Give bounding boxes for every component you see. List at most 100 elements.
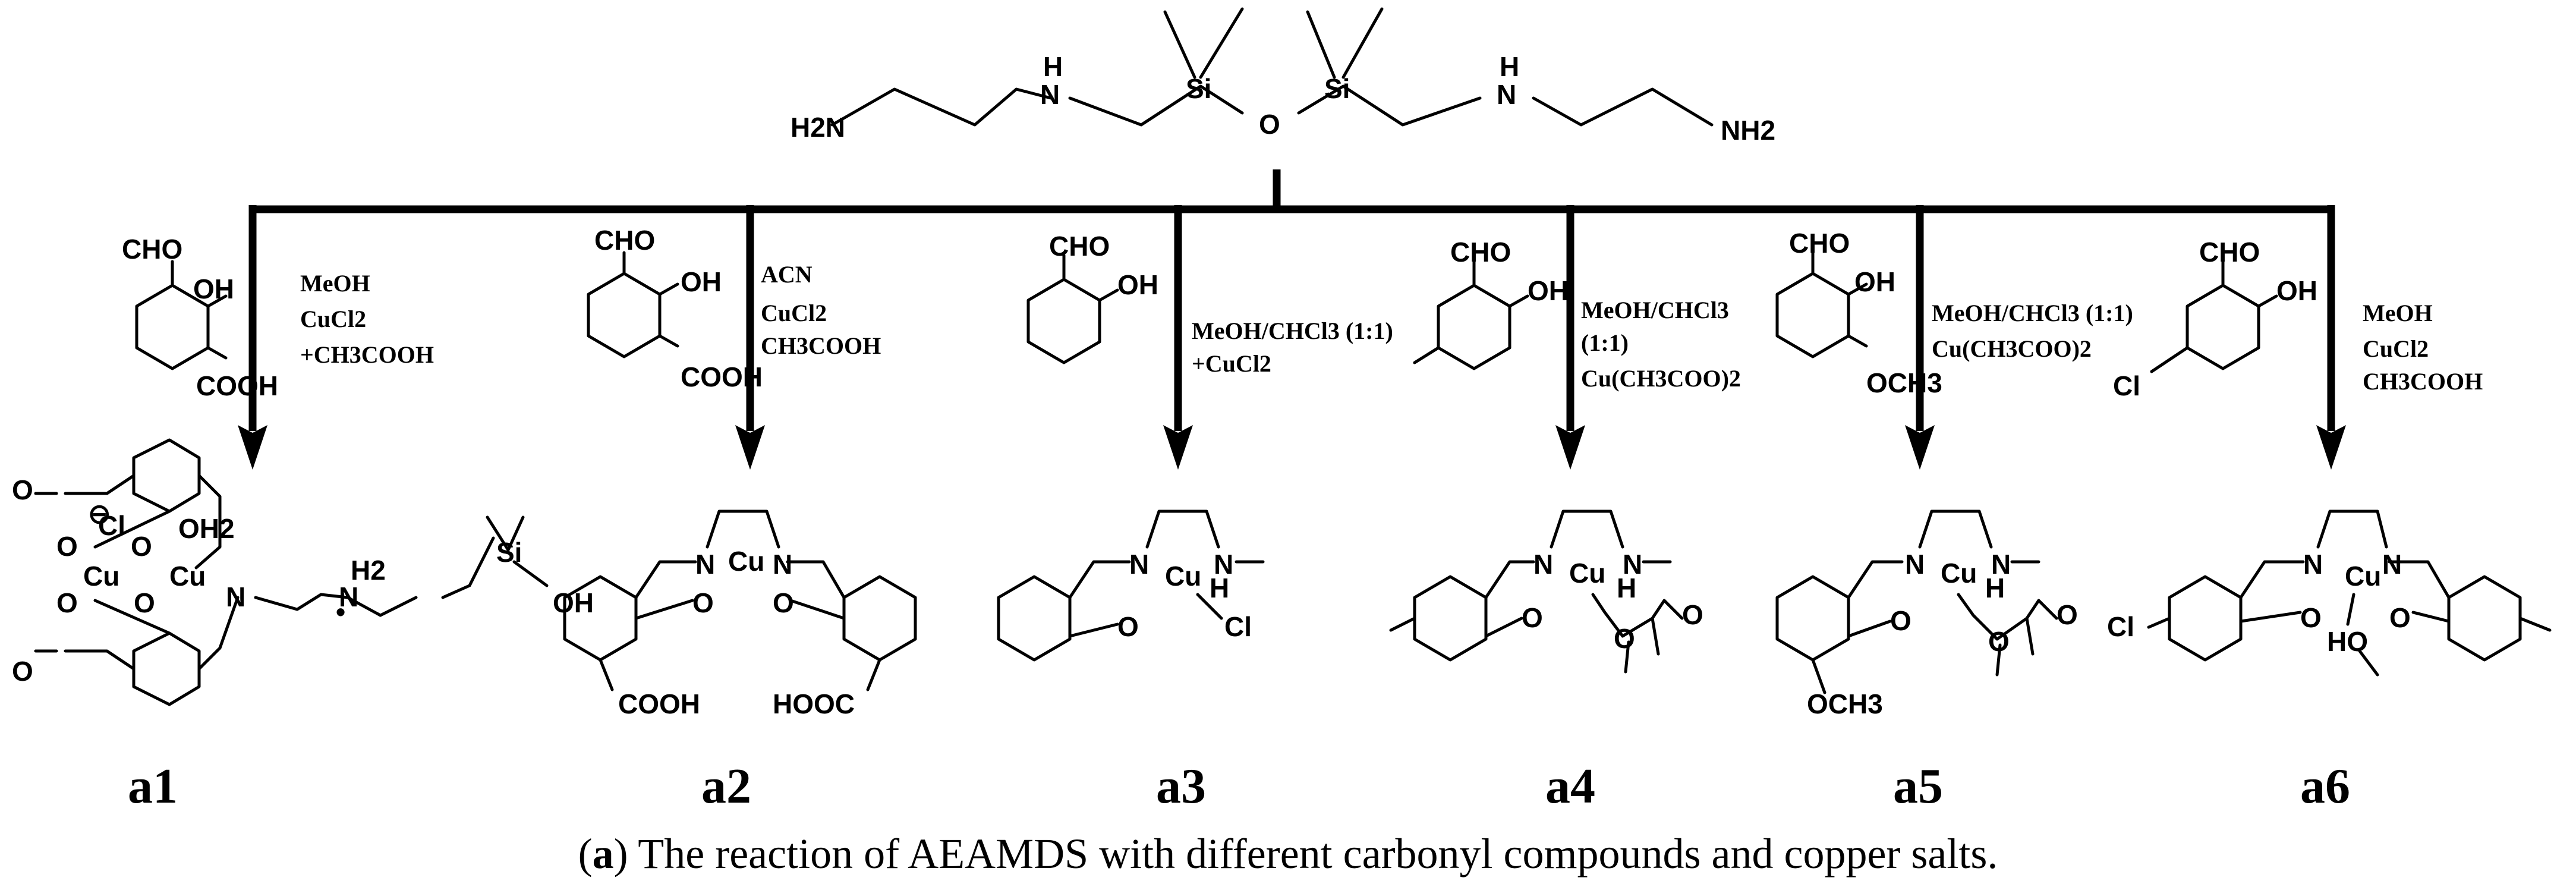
reagent-a3-2: +CuCl2 <box>1192 350 1271 377</box>
product-a4-o3: O <box>1682 599 1703 630</box>
reagent-a2-2: CuCl2 <box>761 300 827 326</box>
product-a6-o2: O <box>2389 602 2411 633</box>
reactant-atom-h-left: H <box>1043 51 1063 82</box>
aldehyde-a5-oh: OH <box>1854 266 1895 297</box>
reagents-a4: MeOH/CHCl3 (1:1) Cu(CH3COO)2 <box>1581 297 1741 392</box>
product-a3-cu: Cu <box>1165 561 1201 592</box>
compound-label-a1: a1 <box>128 759 178 814</box>
product-a1-o4: O <box>56 587 78 618</box>
branch-a6: CHO OH Cl MeOH CuCl2 CH3COOH N N Cu O HO <box>2107 237 2552 814</box>
product-a3-o: O <box>1117 611 1139 642</box>
reagent-a2-1: ACN <box>761 261 813 288</box>
product-a5-o2: O <box>1988 626 2010 657</box>
product-a5-h: H <box>1985 573 2005 603</box>
product-a5-n2: N <box>1991 549 2011 580</box>
product-a1-o1: O <box>12 474 33 505</box>
product-a1-o2: O <box>12 656 33 687</box>
product-a4: N N H Cu O O O <box>1389 510 1703 674</box>
product-a2-cooh: COOH <box>618 688 700 719</box>
aldehyde-a2-cooh: COOH <box>681 361 763 392</box>
reactant-atom-n-right: N <box>1497 79 1516 110</box>
product-a6-n2: N <box>2382 549 2402 580</box>
product-a3: N N H Cu O Cl <box>997 510 1265 662</box>
product-a1: O O O O O O Cl Cu Cu OH2 N H2 N Si OH ⊖ … <box>12 438 594 706</box>
aldehyde-a1-oh: OH <box>193 273 234 304</box>
reagent-a5-1: MeOH/CHCl3 (1:1) <box>1932 300 2133 326</box>
product-a2: N N Cu O O COOH HOOC <box>563 510 917 719</box>
product-a5-o3: O <box>2057 599 2078 630</box>
product-a1-charge-minus: ⊖ <box>88 498 111 529</box>
reagents-a3: MeOH/CHCl3 (1:1) +CuCl2 <box>1192 317 1393 377</box>
reagent-a6-2: CuCl2 <box>2363 335 2429 362</box>
reagents-a2: ACN CuCl2 CH3COOH <box>761 261 881 359</box>
aldehyde-a6-oh: OH <box>2276 275 2317 306</box>
reagent-a5-2: Cu(CH3COO)2 <box>1932 335 2092 362</box>
reactant-atom-si-left: Si <box>1186 73 1211 104</box>
product-a2-n2: N <box>773 549 792 580</box>
product-a4-n1: N <box>1533 549 1553 580</box>
product-a6-n1: N <box>2303 549 2323 580</box>
compound-label-a3: a3 <box>1156 759 1206 814</box>
aldehyde-a2-oh: OH <box>681 266 722 297</box>
product-a6-o1: O <box>2300 602 2322 633</box>
aldehyde-a5-och3: OCH3 <box>1866 367 1942 398</box>
aldehyde-a4: CHO OH <box>1413 237 1569 370</box>
product-a3-n2: N <box>1214 549 1233 580</box>
branch-a3: CHO OH MeOH/CHCl3 (1:1) +CuCl2 N N H Cu … <box>997 231 1393 814</box>
reagent-a1-2: CuCl2 <box>300 306 366 332</box>
aldehyde-a6-cl: Cl <box>2113 370 2140 401</box>
product-a5-och3: OCH3 <box>1807 688 1883 719</box>
aldehyde-a3-cho: CHO <box>1049 231 1110 262</box>
reagent-a2-3: CH3COOH <box>761 332 881 359</box>
aldehyde-a3: CHO OH <box>1026 231 1158 364</box>
product-a6-cl: Cl <box>2107 611 2134 642</box>
aldehyde-a4-cho: CHO <box>1450 237 1511 268</box>
product-a4-h: H <box>1617 573 1636 603</box>
reagent-a4-1: MeOH/CHCl3 <box>1581 297 1729 323</box>
product-a2-hooc: HOOC <box>773 688 855 719</box>
product-a4-o2: O <box>1614 623 1635 654</box>
aldehyde-a1-cho: CHO <box>122 234 182 265</box>
aldehyde-a5: CHO OH OCH3 <box>1775 228 1942 398</box>
reagent-a6-3: CH3COOH <box>2363 368 2483 395</box>
reactant-atom-o-bridge: O <box>1259 109 1280 140</box>
product-a5-n1: N <box>1905 549 1925 580</box>
product-a5-cu: Cu <box>1941 558 1977 589</box>
product-a6-cu: Cu <box>2345 561 2381 592</box>
reagent-a1-3: +CH3COOH <box>300 341 434 368</box>
aldehyde-a6: CHO OH Cl <box>2113 237 2317 401</box>
product-a1-o5: O <box>131 531 152 562</box>
product-a5: N N H Cu O O O OCH3 <box>1775 510 2078 719</box>
product-a5-o1: O <box>1890 605 1911 636</box>
product-a6: N N Cu O HO O Cl <box>2107 510 2552 677</box>
product-a1-oh2: OH2 <box>178 513 235 544</box>
branch-a5: CHO OH OCH3 MeOH/CHCl3 (1:1) Cu(CH3COO)2… <box>1775 228 2133 814</box>
product-a3-h: H <box>1210 573 1229 603</box>
product-a3-cl: Cl <box>1224 611 1252 642</box>
reagents-a6: MeOH CuCl2 CH3COOH <box>2363 300 2483 395</box>
branch-a4: CHO OH MeOH/CHCl3 (1:1) Cu(CH3COO)2 N N … <box>1389 237 1741 814</box>
product-a1-cu1: Cu <box>83 561 119 592</box>
aldehyde-a1-cooh: COOH <box>196 370 278 401</box>
branch-arrows <box>238 169 2346 470</box>
product-a1-nh: N <box>339 581 358 612</box>
reagent-a1-1: MeOH <box>300 270 370 297</box>
product-a3-n1: N <box>1129 549 1149 580</box>
product-a4-o1: O <box>1522 602 1543 633</box>
product-a2-o2: O <box>773 587 794 618</box>
reagent-a4-2: (1:1) <box>1581 329 1629 356</box>
compound-label-a5: a5 <box>1893 759 1943 814</box>
aldehyde-a5-cho: CHO <box>1789 228 1850 259</box>
reactant-atom-n-left: N <box>1040 79 1060 110</box>
branch-a2: CHO OH COOH ACN CuCl2 CH3COOH N N Cu O O… <box>563 225 917 814</box>
compound-label-a2: a2 <box>701 759 751 814</box>
reagents-a1: MeOH CuCl2 +CH3COOH <box>300 270 434 368</box>
product-a2-o1: O <box>692 587 714 618</box>
product-a1-radical: • <box>336 596 345 627</box>
aldehyde-a2: CHO OH COOH <box>587 225 763 392</box>
reagent-a3-1: MeOH/CHCl3 (1:1) <box>1192 317 1393 344</box>
reagent-a4-3: Cu(CH3COO)2 <box>1581 365 1741 392</box>
caption-label: a <box>592 830 614 878</box>
product-a2-n1: N <box>695 549 715 580</box>
